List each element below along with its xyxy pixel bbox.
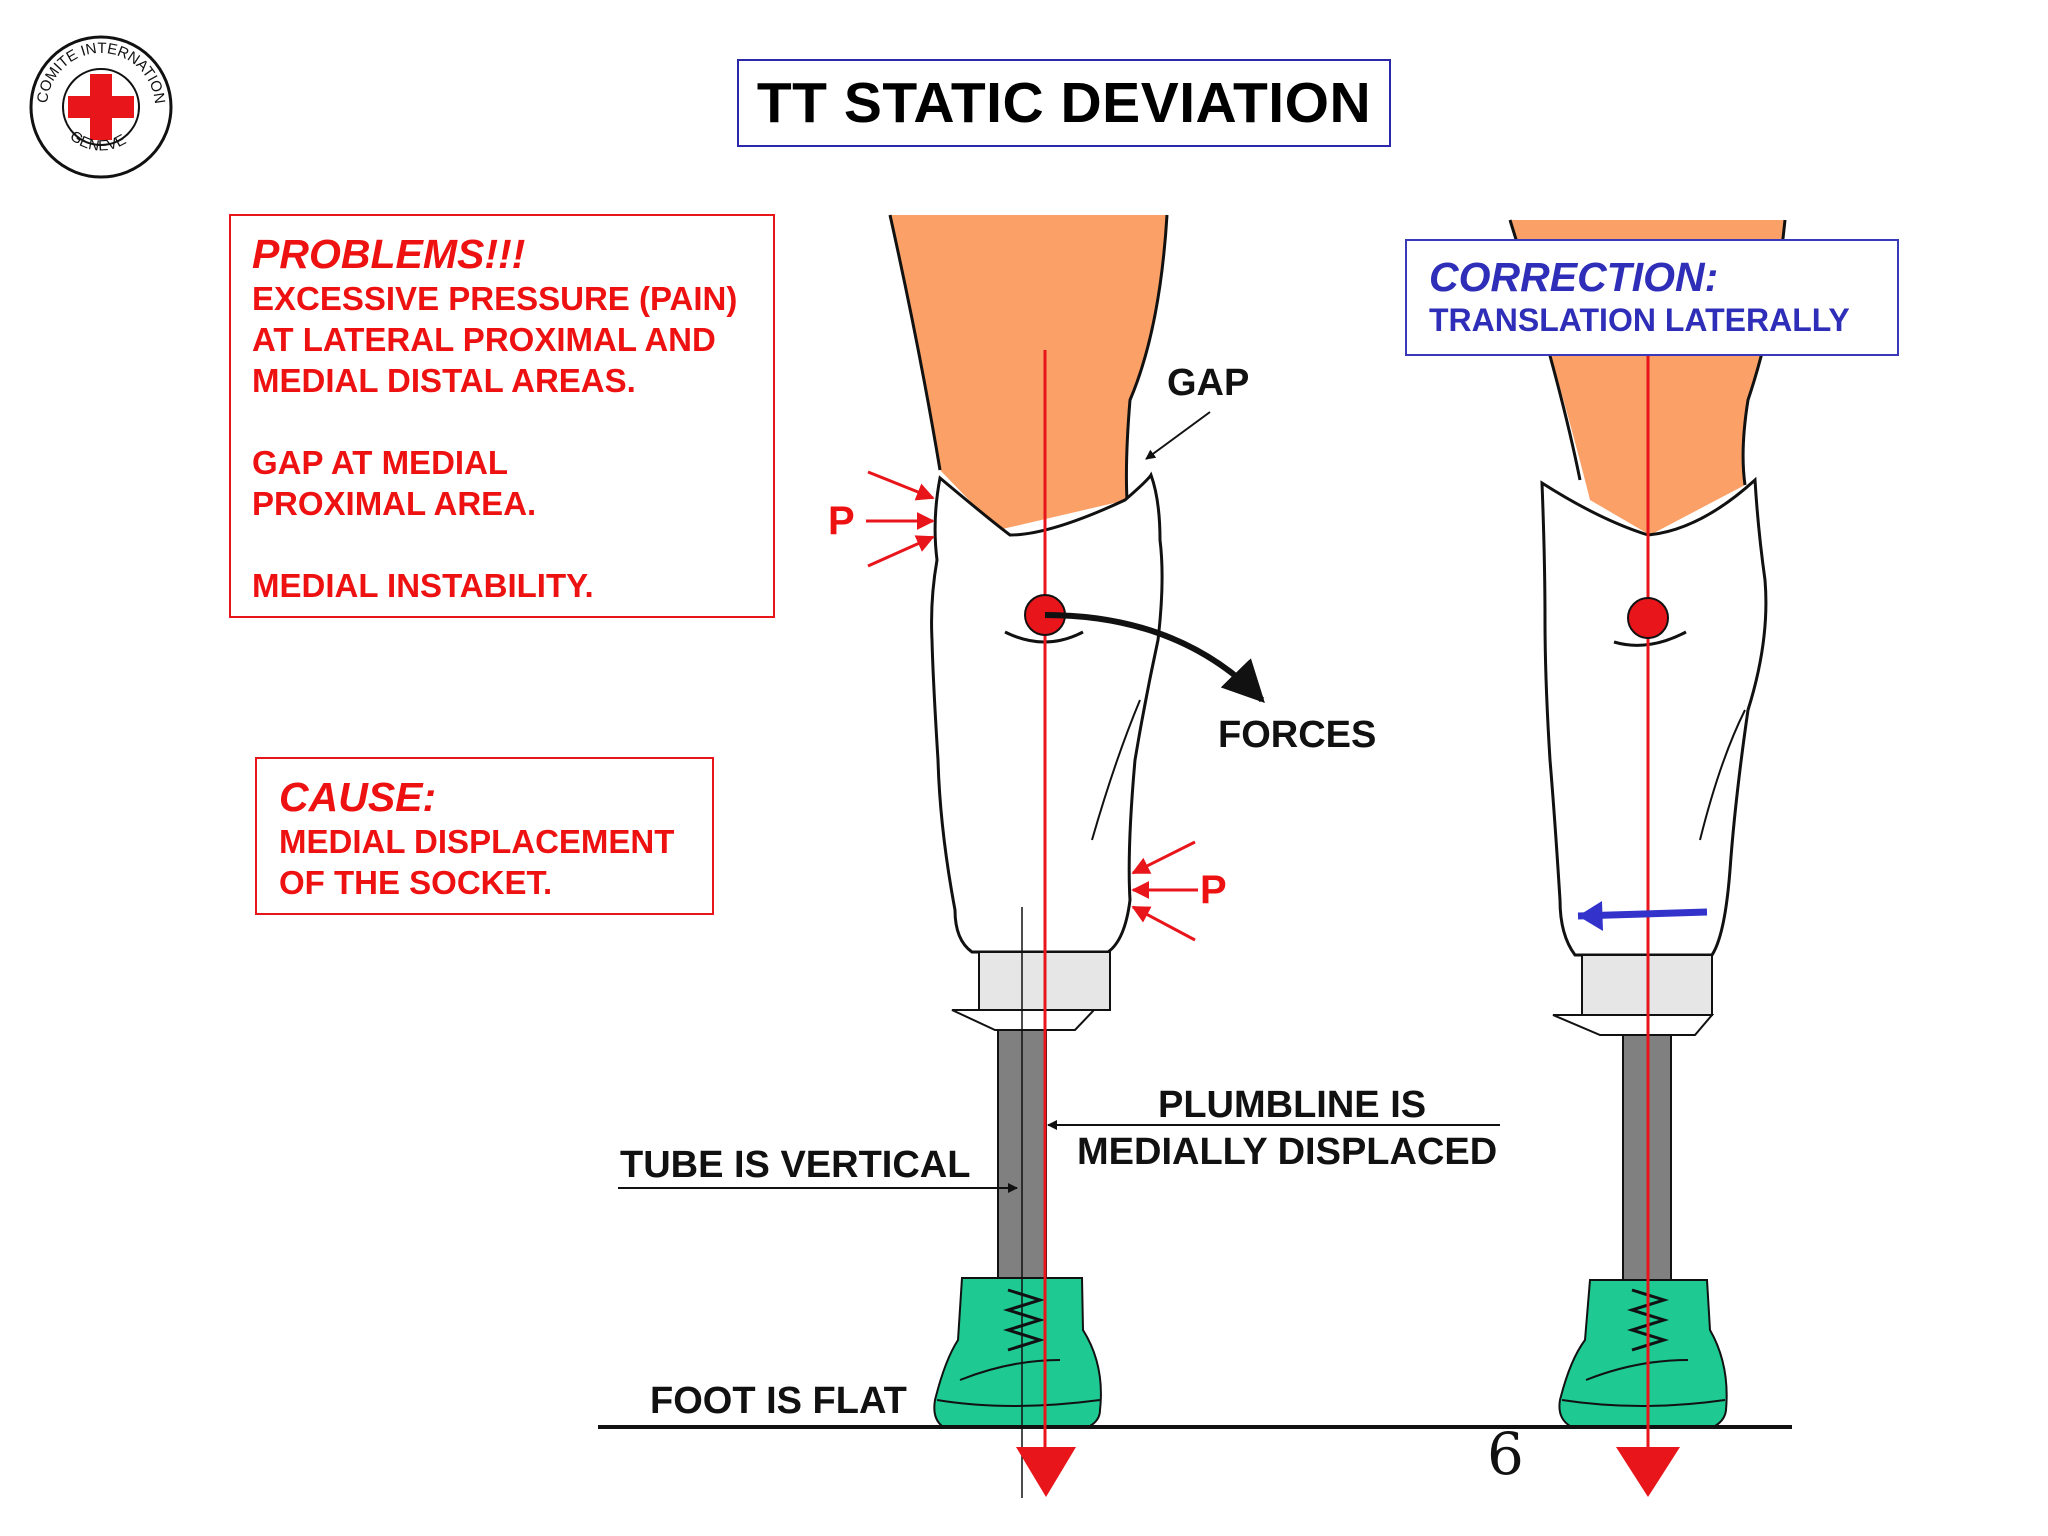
problems-spacer — [252, 524, 773, 565]
forces-arrow — [1044, 612, 1265, 704]
problems-line: GAP AT MEDIAL — [252, 444, 509, 481]
cause-line: OF THE SOCKET. — [279, 864, 553, 901]
correction-heading: CORRECTION: — [1429, 254, 1719, 300]
problems-line: MEDIAL DISTAL AREAS. — [252, 362, 636, 399]
right-plumbline-arrowhead — [1616, 1447, 1680, 1497]
pressure-label-lower: P — [1200, 868, 1227, 912]
cause-line: MEDIAL DISPLACEMENT — [279, 823, 675, 860]
right-socket — [1540, 476, 1768, 957]
upper-pressure-arrows — [866, 470, 935, 568]
gap-arrow — [1145, 411, 1211, 460]
cause-box: CAUSE: MEDIAL DISPLACEMENT OF THE SOCKET… — [255, 757, 714, 915]
lower-pressure-arrows — [1131, 840, 1198, 942]
cause-heading: CAUSE: — [279, 774, 437, 820]
problems-heading: PROBLEMS!!! — [252, 231, 526, 277]
plumbline-label-line2: MEDIALLY DISPLACED — [1077, 1131, 1498, 1173]
correction-line: TRANSLATION LATERALLY — [1429, 302, 1850, 338]
plumbline-label-line1: PLUMBLINE IS — [1158, 1084, 1427, 1126]
foot-label: FOOT IS FLAT — [650, 1380, 907, 1422]
pressure-label-upper: P — [828, 499, 855, 543]
right-foot — [1558, 1279, 1728, 1427]
page-number: 6 — [1487, 1420, 1524, 1488]
left-socket — [930, 471, 1164, 954]
problems-line: PROXIMAL AREA. — [252, 485, 537, 522]
problems-line: MEDIAL INSTABILITY. — [252, 567, 594, 604]
right-center-point — [1627, 597, 1669, 639]
page-title: TT STATIC DEVIATION — [756, 71, 1372, 135]
gap-label: GAP — [1167, 362, 1250, 404]
tube-label: TUBE IS VERTICAL — [620, 1144, 971, 1186]
problems-box: PROBLEMS!!! EXCESSIVE PRESSURE (PAIN) AT… — [229, 214, 775, 618]
icrc-logo: COMITE INTERNATIONAL GENEVE — [28, 34, 173, 179]
problems-line: AT LATERAL PROXIMAL AND — [252, 321, 716, 358]
problems-spacer — [252, 401, 773, 442]
forces-label: FORCES — [1218, 714, 1377, 756]
title-box: TT STATIC DEVIATION — [737, 59, 1391, 147]
left-plumbline-arrowhead — [1016, 1447, 1076, 1497]
problems-line: EXCESSIVE PRESSURE (PAIN) — [252, 280, 738, 317]
left-thigh — [890, 215, 1167, 530]
correction-box: CORRECTION: TRANSLATION LATERALLY — [1405, 239, 1899, 356]
